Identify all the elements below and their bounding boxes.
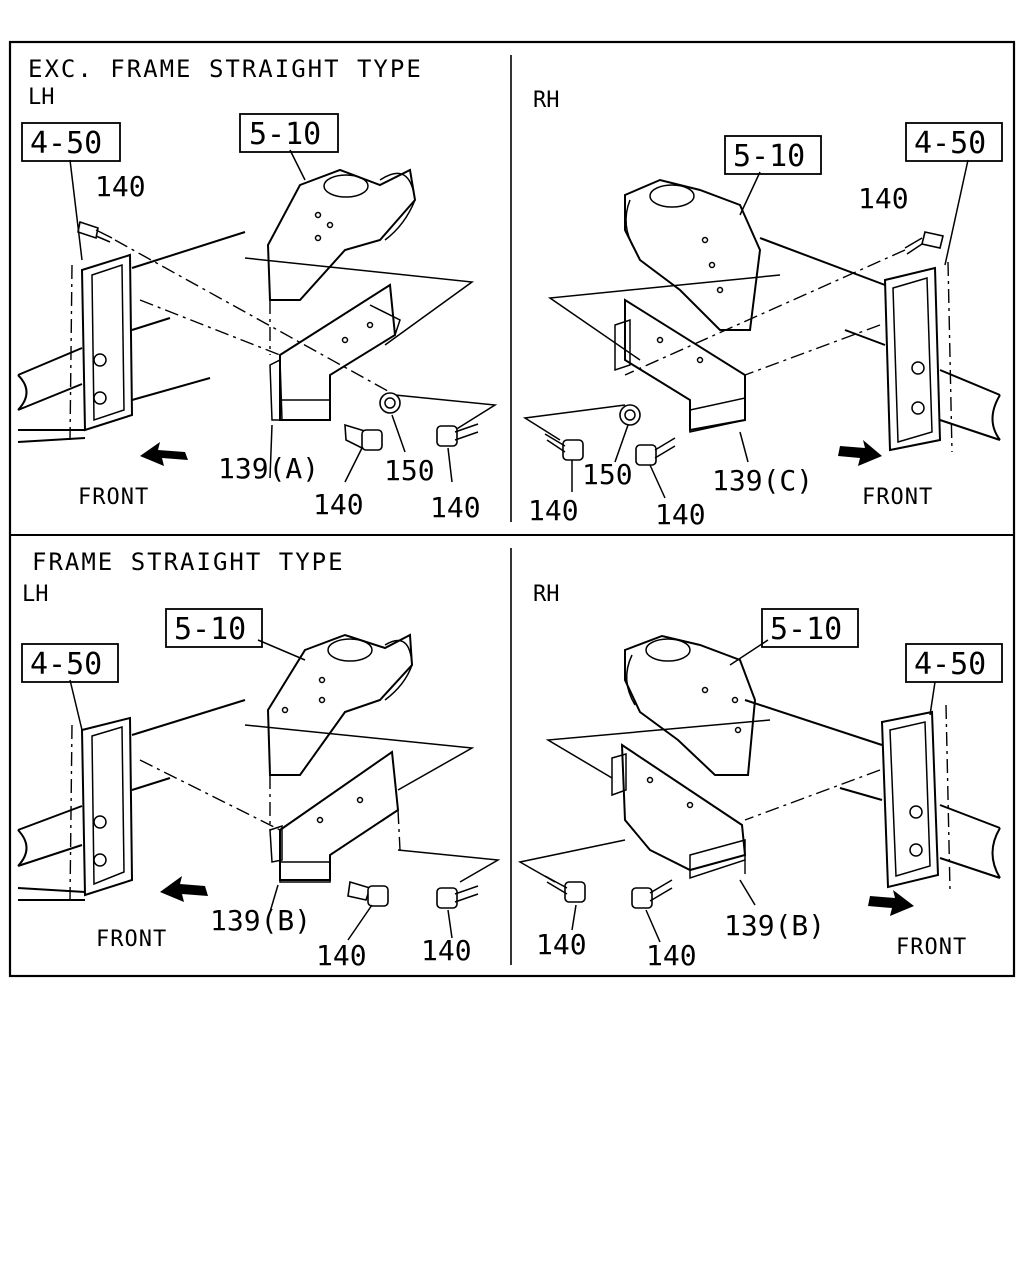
ref-label-4-50: 4-50 <box>914 126 986 161</box>
panel-side-label: LH <box>28 85 55 110</box>
panel-type-title: EXC. FRAME STRAIGHT TYPE <box>28 55 423 83</box>
ref-label-5-10: 5-10 <box>174 612 246 647</box>
ref-label-5-10: 5-10 <box>733 139 805 174</box>
bolt-140 <box>635 437 676 466</box>
callout-140: 140 <box>316 939 367 972</box>
nut-150 <box>379 392 401 414</box>
nut-150 <box>619 404 641 426</box>
front-label: FRONT <box>862 485 933 510</box>
callout-140: 140 <box>858 182 909 215</box>
front-label: FRONT <box>896 935 967 960</box>
bracket-139a <box>269 283 401 421</box>
callout-139b: 139(B) <box>210 904 311 937</box>
bolt-140 <box>904 231 944 255</box>
ref-box-5-10 <box>239 113 339 153</box>
ref-box-4-50 <box>905 643 1003 683</box>
ref-label-4-50: 4-50 <box>30 126 102 161</box>
ref-box-4-50 <box>21 122 121 162</box>
bracket-139b <box>611 743 747 880</box>
front-label: FRONT <box>96 927 167 952</box>
ref-box-5-10 <box>761 608 859 648</box>
callout-150: 150 <box>582 458 633 491</box>
callout-140: 140 <box>430 491 481 524</box>
front-arrow-icon <box>140 442 188 466</box>
ref-label-4-50: 4-50 <box>914 647 986 682</box>
callout-139c: 139(C) <box>712 464 813 497</box>
front-arrow-icon <box>868 890 914 916</box>
panel-type-title: FRAME STRAIGHT TYPE <box>32 548 345 576</box>
front-label: FRONT <box>78 485 149 510</box>
bolt-140 <box>544 433 584 461</box>
shock-tower <box>624 178 762 331</box>
bolt-140 <box>436 885 479 909</box>
callout-139b: 139(B) <box>724 909 825 942</box>
ref-label-5-10: 5-10 <box>770 612 842 647</box>
bolt-140 <box>344 423 383 451</box>
panel-side-label: RH <box>533 88 560 113</box>
panel-side-label: LH <box>22 582 49 607</box>
bolt-140 <box>436 423 479 447</box>
bolt-140 <box>544 875 586 903</box>
bolt-140 <box>347 880 389 907</box>
callout-140: 140 <box>655 498 706 531</box>
callout-140: 140 <box>646 939 697 972</box>
shock-tower <box>624 634 757 776</box>
frame-rail <box>17 231 246 443</box>
panel-top-left: EXC. FRAME STRAIGHT TYPE LH 4-50 5-10 <box>17 55 498 524</box>
frame-rail <box>759 237 1001 453</box>
ref-box-5-10 <box>165 608 263 648</box>
callout-140: 140 <box>95 170 146 203</box>
frame-rail <box>17 699 246 901</box>
callout-140: 140 <box>536 928 587 961</box>
panel-bottom-left: FRAME STRAIGHT TYPE LH 5-10 4-50 <box>17 548 501 972</box>
panel-top-right: RH 5-10 4-50 <box>522 88 1003 531</box>
front-arrow-icon <box>838 440 882 466</box>
callout-140: 140 <box>528 494 579 527</box>
ref-label-5-10: 5-10 <box>249 117 321 152</box>
front-arrow-icon <box>160 876 208 902</box>
callout-150: 150 <box>384 454 435 487</box>
panel-side-label: RH <box>533 582 560 607</box>
shock-tower <box>266 633 414 776</box>
callout-140: 140 <box>313 488 364 521</box>
bracket-139b <box>269 750 400 883</box>
callout-140: 140 <box>421 934 472 967</box>
ref-box-5-10 <box>724 135 822 175</box>
diagram-border <box>8 40 1016 978</box>
frame-rail <box>744 699 1001 891</box>
bolt-140 <box>77 220 113 243</box>
ref-label-4-50: 4-50 <box>30 647 102 682</box>
panel-bottom-right: RH 5-10 4-50 <box>517 582 1003 972</box>
callout-139a: 139(A) <box>218 452 319 485</box>
ref-box-4-50 <box>905 122 1003 162</box>
bolt-140 <box>631 879 673 909</box>
shock-tower <box>266 168 417 301</box>
